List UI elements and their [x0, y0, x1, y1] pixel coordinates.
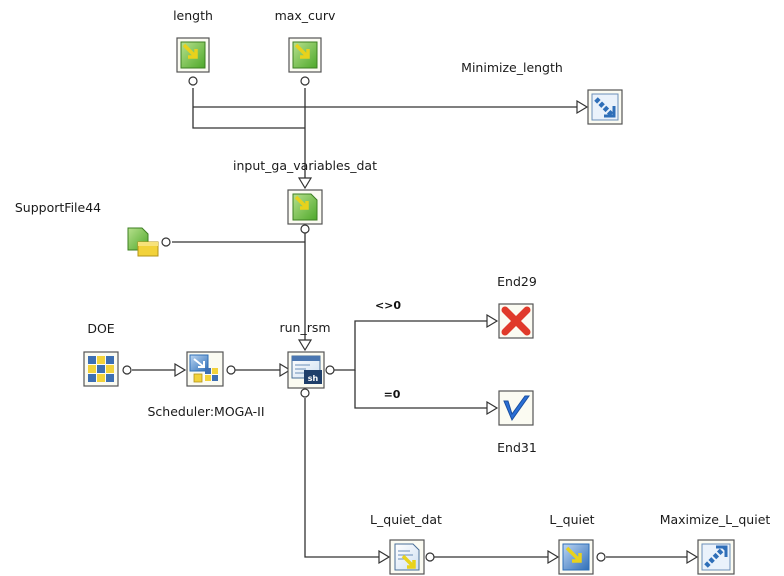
input-variable-icon	[176, 37, 210, 73]
output-port[interactable]	[188, 76, 198, 86]
node-support-file-label: SupportFile44	[15, 200, 101, 215]
output-port[interactable]	[300, 224, 310, 234]
end-failure-icon	[498, 303, 534, 339]
node-length[interactable]: length	[173, 8, 213, 86]
node-l-quiet-dat[interactable]: L_quiet_dat	[370, 512, 442, 575]
node-scheduler[interactable]: Scheduler:MOGA-II	[147, 351, 265, 419]
connection-wires	[132, 88, 688, 558]
input-file-icon	[287, 189, 323, 225]
doe-grid-icon	[83, 351, 119, 387]
output-port[interactable]	[161, 237, 171, 247]
node-doe-label: DOE	[87, 321, 114, 336]
output-port[interactable]	[425, 552, 435, 562]
input-port[interactable]	[297, 177, 313, 190]
scheduler-icon	[186, 351, 224, 387]
input-port[interactable]	[576, 99, 589, 115]
node-doe[interactable]: DOE	[83, 321, 132, 387]
output-port[interactable]	[226, 365, 236, 375]
objective-minimize-icon	[587, 89, 623, 125]
condition-not-zero-label: <>0	[375, 299, 401, 312]
node-minimize-length-label: Minimize_length	[461, 60, 563, 75]
input-port[interactable]	[378, 549, 391, 565]
input-port-left[interactable]	[279, 362, 292, 378]
wire-length-bus	[192, 88, 305, 129]
node-max-curv-label: max_curv	[275, 8, 336, 23]
node-support-file[interactable]: SupportFile44	[15, 200, 171, 257]
node-input-ga-variables-dat-label: input_ga_variables_dat	[233, 158, 377, 173]
node-run-rsm[interactable]: run_rsm sh	[279, 320, 335, 398]
input-variable-icon	[288, 37, 322, 73]
svg-text:sh: sh	[308, 374, 319, 383]
node-l-quiet-label: L_quiet	[549, 512, 594, 527]
input-port[interactable]	[174, 362, 187, 378]
output-file-icon	[389, 539, 425, 575]
output-port-bottom[interactable]	[300, 388, 310, 398]
wire-run-end31	[354, 370, 488, 409]
shell-script-icon: sh	[287, 351, 325, 389]
output-variable-icon	[558, 539, 594, 575]
node-end29[interactable]: End29	[486, 274, 537, 339]
node-maximize-l-quiet[interactable]: Maximize_L_quiet	[660, 512, 771, 575]
end-success-icon	[498, 390, 534, 426]
input-port[interactable]	[486, 313, 499, 329]
wire-run-lquietdat	[304, 398, 380, 558]
node-end29-label: End29	[497, 274, 537, 289]
node-run-rsm-label: run_rsm	[279, 320, 330, 335]
input-port[interactable]	[486, 400, 499, 416]
output-port-right[interactable]	[325, 365, 335, 375]
node-input-ga-variables-dat[interactable]: input_ga_variables_dat	[233, 158, 377, 234]
node-maximize-l-quiet-label: Maximize_L_quiet	[660, 512, 771, 527]
condition-zero-label: =0	[384, 388, 401, 401]
node-l-quiet-dat-label: L_quiet_dat	[370, 512, 442, 527]
output-port[interactable]	[122, 365, 132, 375]
support-file-icon	[127, 227, 159, 257]
node-end31-label: End31	[497, 440, 537, 455]
input-port[interactable]	[547, 549, 560, 565]
objective-maximize-icon	[697, 539, 735, 575]
node-scheduler-label: Scheduler:MOGA-II	[147, 404, 264, 419]
node-l-quiet[interactable]: L_quiet	[547, 512, 606, 575]
input-port-top[interactable]	[297, 339, 313, 352]
wire-run-end29	[333, 320, 488, 371]
node-length-label: length	[173, 8, 213, 23]
node-end31[interactable]: End31	[486, 390, 537, 455]
output-port[interactable]	[596, 552, 606, 562]
node-minimize-length[interactable]: Minimize_length	[461, 60, 623, 125]
node-max-curv[interactable]: max_curv	[275, 8, 336, 86]
input-port[interactable]	[686, 549, 699, 565]
output-port[interactable]	[300, 76, 310, 86]
